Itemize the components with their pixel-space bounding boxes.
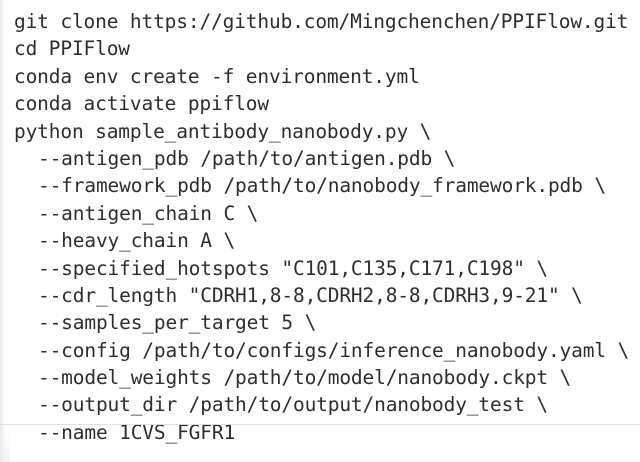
command-line: --config /path/to/configs/inference_nano… bbox=[38, 338, 630, 362]
command-line: --samples_per_target 5 \ bbox=[38, 311, 317, 335]
command-line: --framework_pdb /path/to/nanobody_framew… bbox=[38, 174, 606, 198]
command-line: cd PPIFlow bbox=[14, 37, 130, 61]
command-line: conda env create -f environment.yml bbox=[14, 64, 420, 88]
command-line: --specified_hotspots "C101,C135,C171,C19… bbox=[38, 256, 548, 280]
shell-command-block[interactable]: git clone https://github.com/Mingchenche… bbox=[0, 0, 640, 446]
command-line: --antigen_chain C \ bbox=[38, 201, 259, 225]
command-line: conda activate ppiflow bbox=[14, 92, 269, 116]
command-line: --heavy_chain A \ bbox=[38, 229, 236, 253]
command-line: --model_weights /path/to/model/nanobody.… bbox=[38, 366, 572, 390]
command-line: python sample_antibody_nanobody.py \ bbox=[14, 119, 432, 143]
command-line: --output_dir /path/to/output/nanobody_te… bbox=[38, 393, 548, 417]
command-line: git clone https://github.com/Mingchenche… bbox=[14, 10, 629, 33]
command-line: --antigen_pdb /path/to/antigen.pdb \ bbox=[38, 146, 456, 170]
command-line: --name 1CVS_FGFR1 bbox=[38, 420, 236, 444]
command-line: --cdr_length "CDRH1,8-8,CDRH2,8-8,CDRH3,… bbox=[38, 283, 583, 307]
